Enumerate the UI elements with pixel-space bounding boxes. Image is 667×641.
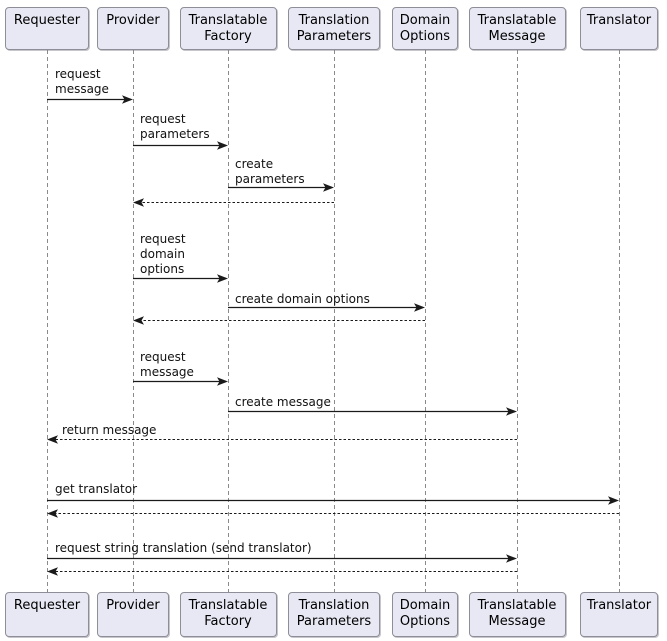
message-arrowhead-12 — [506, 554, 517, 563]
message-arrowhead-8 — [506, 407, 517, 416]
message-label-0: request message — [55, 67, 109, 96]
message-arrowhead-2 — [323, 183, 334, 192]
message-arrowhead-13 — [47, 567, 58, 576]
participant-box-bottom-requester: Requester — [5, 592, 89, 637]
participant-box-top-translatable-message: Translatable Message — [468, 7, 566, 50]
message-label-7: request message — [140, 350, 194, 379]
participant-box-bottom-translatable-factory: Translatable Factory — [179, 592, 277, 637]
message-arrowhead-9 — [47, 435, 58, 444]
participant-box-bottom-domain-options: Domain Options — [392, 592, 458, 637]
message-label-5: create domain options — [235, 292, 370, 306]
participant-box-top-provider: Provider — [97, 7, 169, 50]
message-arrowhead-7 — [217, 377, 228, 386]
message-arrowhead-5 — [414, 303, 425, 312]
message-label-12: request string translation (send transla… — [55, 541, 312, 555]
message-arrowhead-11 — [47, 509, 58, 518]
message-label-10: get translator — [55, 482, 138, 496]
participant-box-top-translation-parameters: Translation Parameters — [288, 7, 380, 50]
participant-box-top-requester: Requester — [5, 7, 89, 50]
participant-box-top-domain-options: Domain Options — [392, 7, 458, 50]
message-label-4: request domain options — [140, 232, 186, 276]
message-arrowhead-1 — [217, 141, 228, 150]
message-arrowhead-0 — [122, 95, 133, 104]
message-arrowhead-4 — [217, 274, 228, 283]
message-arrowhead-6 — [133, 316, 144, 325]
participant-box-top-translator: Translator — [580, 7, 658, 50]
message-label-2: create parameters — [235, 157, 305, 186]
message-arrowhead-10 — [608, 496, 619, 505]
message-label-1: request parameters — [140, 112, 210, 141]
participant-box-top-translatable-factory: Translatable Factory — [179, 7, 277, 50]
message-arrowhead-3 — [133, 198, 144, 207]
message-label-8: create message — [235, 395, 331, 409]
participant-box-bottom-translator: Translator — [580, 592, 658, 637]
participant-box-bottom-translation-parameters: Translation Parameters — [288, 592, 380, 637]
message-label-9: return message — [62, 423, 157, 437]
participant-box-bottom-provider: Provider — [97, 592, 169, 637]
participant-box-bottom-translatable-message: Translatable Message — [468, 592, 566, 637]
